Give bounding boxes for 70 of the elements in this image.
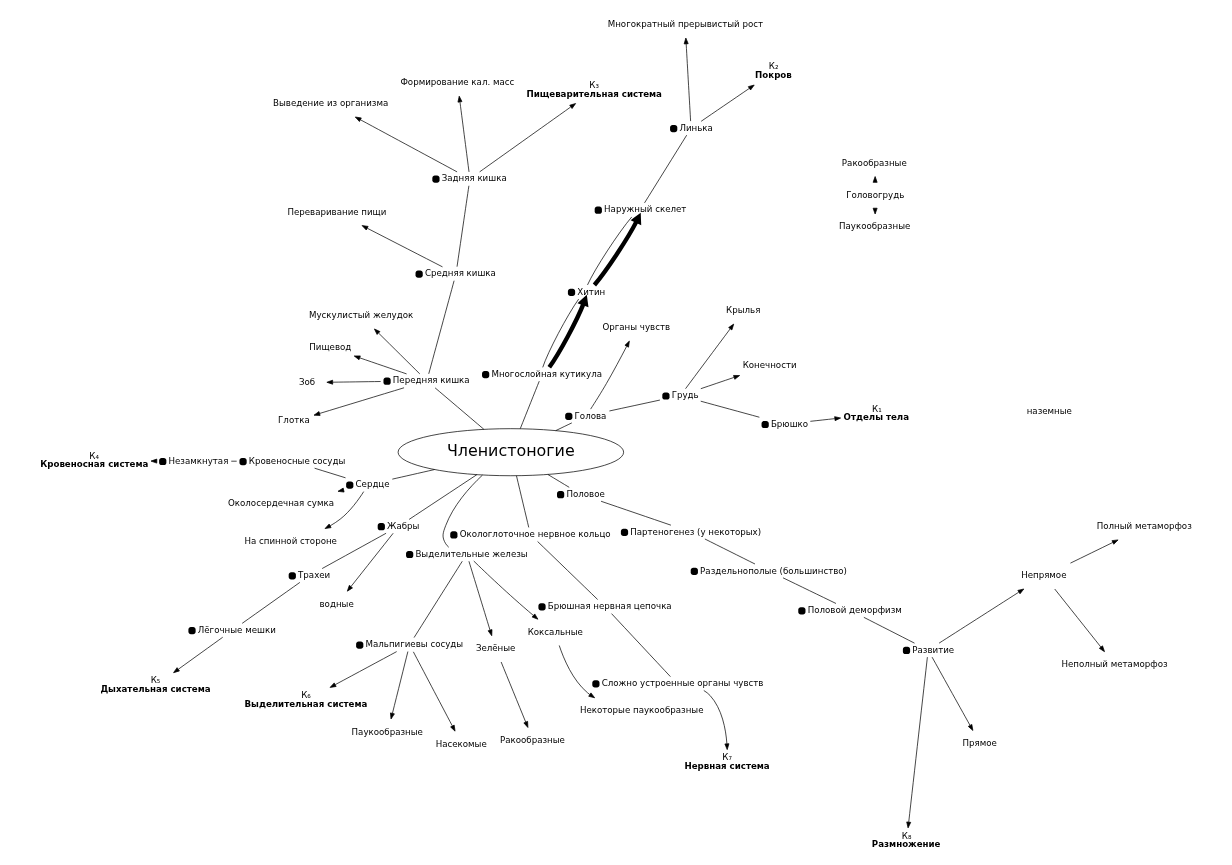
node-label: Покров — [754, 69, 792, 80]
node-label: Грудь — [671, 389, 699, 400]
node-label: Трахеи — [297, 569, 330, 580]
node-label: Средняя кишка — [424, 267, 496, 278]
node-text: Прямое — [962, 737, 997, 748]
node-text: Крылья — [725, 304, 760, 315]
node-label: Передняя кишка — [392, 374, 470, 385]
node-text: Паукообразные — [351, 726, 423, 737]
node-text: Многократный прерывистый рост — [607, 18, 763, 29]
node-label: Выделительные железы — [414, 548, 528, 559]
node-text: Ракообразные — [841, 157, 907, 168]
node-label: Незамкнутая — [168, 455, 228, 466]
node-text: К₇ — [721, 751, 732, 762]
label: наземные — [1026, 405, 1072, 416]
node-text: водные — [319, 598, 354, 609]
node-label: Раздельнополые (большинство) — [699, 565, 847, 575]
node-text: К₂ — [768, 60, 778, 71]
node-text: Некоторые паукообразные — [579, 704, 703, 715]
node-text: К₄ — [88, 450, 99, 461]
node-text: Околосердечная сумка — [227, 497, 334, 508]
node-text: Глотка — [277, 414, 310, 425]
node-label: Пищеварительная система — [525, 88, 662, 99]
node-text: Непрямое — [1020, 569, 1067, 580]
node-text: На спинной стороне — [243, 535, 337, 546]
node-text: Неполный метаморфоз — [1061, 658, 1168, 669]
node-label: Партеногенез (у некоторых) — [629, 526, 761, 537]
node-label: Сложно устроенные органы чувств — [601, 677, 763, 688]
node-text: Пищевод — [308, 341, 351, 352]
node-label: Лёгочные мешки — [197, 624, 276, 635]
node-text: Коксальные — [527, 626, 583, 637]
node-label: Половое — [565, 488, 605, 499]
node-label: Мальпигиевы сосуды — [365, 638, 463, 649]
node-label: Выделительная система — [243, 698, 367, 709]
node-label: Брюшко — [770, 418, 808, 429]
node-text: К₆ — [300, 689, 311, 700]
node-text: Мускулистый желудок — [308, 309, 413, 320]
node-label: Брюшная нервная цепочка — [547, 600, 672, 611]
node-label: Голова — [574, 410, 606, 421]
node-label: Нервная система — [683, 760, 770, 771]
node-text: К₁ — [871, 403, 882, 414]
node-text: К₅ — [150, 674, 160, 685]
node-label: Задняя кишка — [441, 172, 507, 183]
node-text: К₃ — [588, 79, 599, 90]
node-label: Отделы тела — [843, 411, 909, 422]
node-text: Выведение из организма — [272, 97, 388, 108]
node-text: Формирование кал. масс — [399, 76, 514, 87]
node-label: Окологлоточное нервное кольцо — [459, 528, 611, 539]
node-label: Кровеносные сосуды — [248, 455, 345, 466]
node-label: Жабры — [386, 520, 419, 531]
node-label: Сердце — [355, 478, 390, 489]
node-text: Полный метаморфоз — [1096, 520, 1192, 531]
node-text: Зоб — [298, 376, 315, 387]
node-label: Половой деморфизм — [807, 604, 902, 615]
node-text: Насекомые — [435, 738, 487, 749]
node-label: Размножение — [871, 838, 941, 849]
node-label: Дыхательная система — [99, 683, 211, 694]
node-label: Наружный скелет — [603, 203, 686, 214]
node-label: Линька — [678, 122, 713, 133]
node-text: Головогрудь — [845, 189, 904, 200]
node-label: Хитин — [576, 286, 605, 297]
node-text: Переваривание пищи — [286, 206, 386, 217]
node-label: Развитие — [911, 644, 954, 655]
node-text: Паукообразные — [838, 220, 910, 231]
node-text: Зелёные — [475, 642, 515, 653]
node-text: К₈ — [901, 830, 911, 841]
node-label: Кровеносная система — [39, 458, 148, 469]
node-label: Многослойная кутикула — [490, 368, 602, 379]
node-text: Ракообразные — [499, 734, 565, 745]
node-text: Конечности — [742, 359, 797, 370]
node-text: Органы чувств — [601, 321, 670, 332]
